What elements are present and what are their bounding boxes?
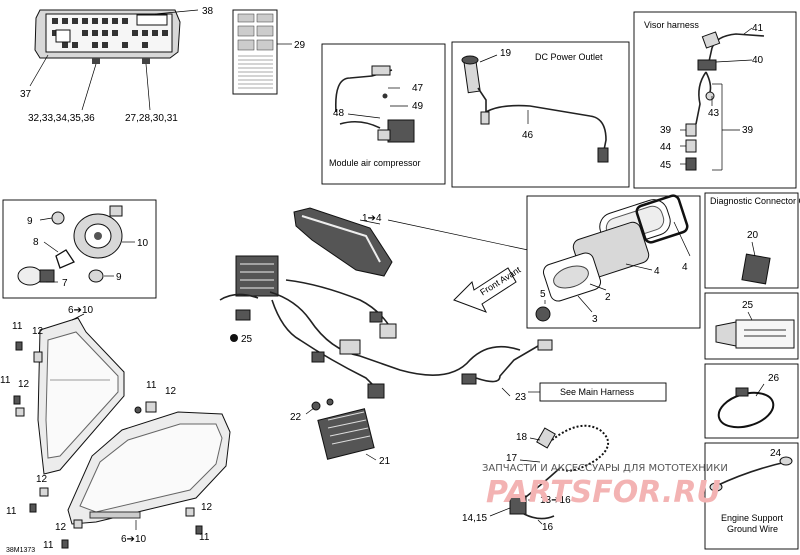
callout-12-c: 12 [165, 386, 177, 397]
callout-12-f: 12 [201, 502, 213, 513]
callout-46: 46 [522, 130, 534, 141]
engine-ground-wire [709, 456, 793, 492]
cable-tie-box [704, 363, 799, 439]
callout-11-c: 11 [146, 380, 157, 391]
callout-45: 45 [660, 160, 672, 171]
callout-22: 22 [290, 412, 302, 423]
callout-12-a: 12 [32, 326, 44, 337]
callout-20: 20 [747, 230, 759, 241]
gauge-cluster [535, 194, 689, 322]
callout-26: 26 [768, 373, 780, 384]
callout-9-bottom: 9 [116, 272, 122, 283]
diagnostic-connector-cap [741, 253, 771, 285]
callout-44: 44 [660, 142, 672, 153]
ground-caption-2: Ground Wire [727, 524, 778, 534]
callout-13-16: 13➔16 [540, 495, 571, 506]
callout-18: 18 [516, 432, 528, 443]
main-harness [219, 207, 553, 399]
callout-32-36: 32,33,34,35,36 [28, 113, 95, 124]
dc-power-outlet [461, 55, 609, 163]
left-headlight [37, 317, 125, 475]
callout-16: 16 [542, 522, 554, 533]
callout-39-right: 39 [742, 125, 754, 136]
callout-5: 5 [540, 289, 546, 300]
callout-37: 37 [20, 89, 32, 100]
callout-12-d: 12 [36, 474, 48, 485]
callout-39-left: 39 [660, 125, 672, 136]
cable-tie [717, 387, 775, 429]
callout-17: 17 [506, 453, 518, 464]
ref-code: 38M1373 [6, 547, 35, 554]
callout-48: 48 [333, 108, 345, 119]
mounting-hardware [13, 341, 203, 549]
callout-24: 24 [770, 448, 782, 459]
callout-7: 7 [62, 278, 68, 289]
callout-21: 21 [379, 456, 391, 467]
callout-12-b: 12 [18, 379, 30, 390]
callout-14-15: 14,15 [462, 513, 487, 524]
callout-43: 43 [708, 108, 720, 119]
callout-38: 38 [202, 6, 214, 17]
air-compressor-module [334, 65, 415, 143]
callout-41: 41 [752, 23, 764, 34]
callout-12-e: 12 [55, 522, 67, 533]
callout-29: 29 [294, 40, 306, 51]
callout-8: 8 [33, 237, 39, 248]
coiled-cable [509, 424, 609, 520]
callout-6-10-bottom: 6➔10 [121, 534, 147, 545]
callout-4: 4 [682, 262, 688, 273]
callout-19: 19 [500, 48, 512, 59]
main-harness-ref-label: See Main Harness [560, 387, 635, 397]
callout-11-f: 11 [199, 532, 210, 543]
headlight-bulb-assembly [17, 205, 123, 286]
watermark-logo: PARTSFOR.RU [486, 475, 721, 510]
front-direction-arrow: Front Avant [453, 264, 523, 313]
callout-4-inner: 4 [654, 266, 660, 277]
watermark-text: ЗАПЧАСТИ И АКСЕССУАРЫ ДЛЯ МОТОТЕХНИКИ [482, 463, 728, 474]
callout-11-a: 11 [12, 321, 23, 332]
callout-2: 2 [605, 292, 611, 303]
diag-caption: Diagnostic Connector Cap [710, 196, 800, 206]
visor-caption: Visor harness [644, 20, 699, 30]
fuse-box [34, 9, 181, 64]
callout-27-31: 27,28,30,31 [125, 113, 178, 124]
right-headlight [67, 411, 231, 525]
callout-9-top: 9 [27, 216, 33, 227]
dc-outlet-caption: DC Power Outlet [535, 52, 603, 62]
ground-caption-1: Engine Support [721, 513, 784, 523]
voltage-regulator [311, 398, 375, 460]
callout-3: 3 [592, 314, 598, 325]
callout-40: 40 [752, 55, 764, 66]
fuse-label-card [232, 9, 278, 95]
callout-11-b: 11 [0, 375, 11, 386]
compressor-caption: Module air compressor [329, 158, 421, 168]
grease-tube [715, 319, 795, 349]
dc-outlet-box [451, 41, 630, 188]
callout-11-d: 11 [6, 506, 17, 517]
callout-10: 10 [137, 238, 149, 249]
callout-23: 23 [515, 392, 527, 403]
callout-25-harness: 25 [241, 334, 253, 345]
callout-47: 47 [412, 83, 424, 94]
callout-25-tube: 25 [742, 300, 754, 311]
callout-6-10-top: 6➔10 [68, 305, 94, 316]
callout-1-4-top: 1➔4 [362, 213, 382, 224]
callout-11-e: 11 [43, 540, 54, 551]
callout-49: 49 [412, 101, 424, 112]
